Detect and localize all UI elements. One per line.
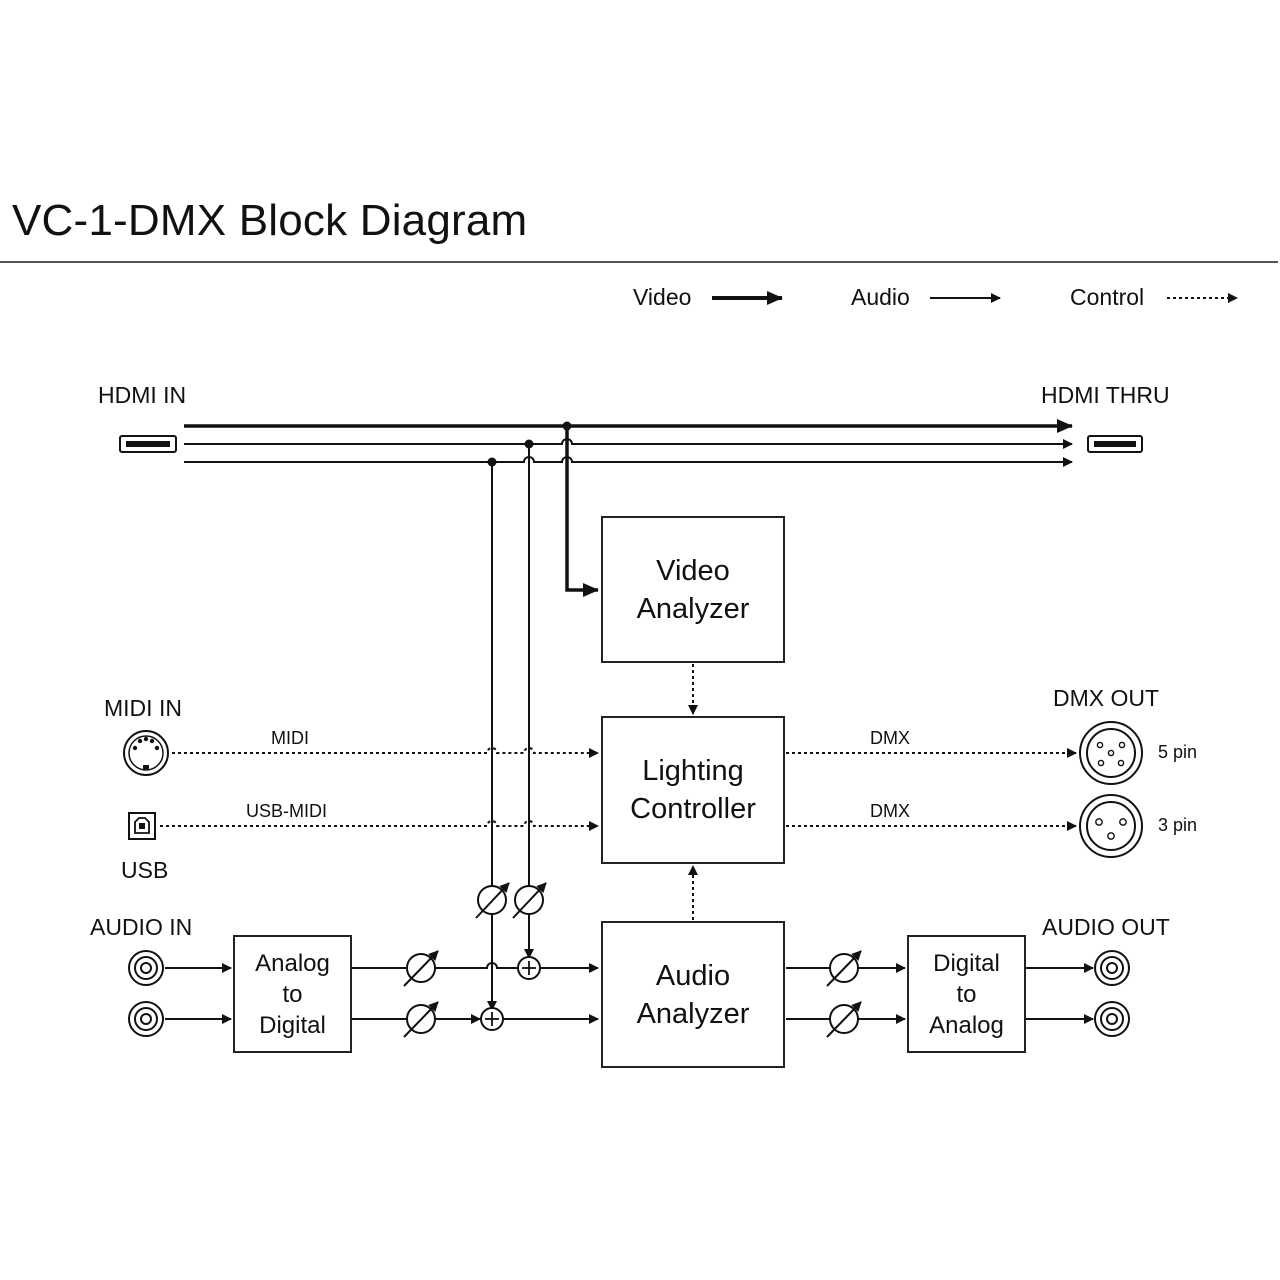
audio-in-label: AUDIO IN <box>90 914 193 940</box>
pin5-label: 5 pin <box>1158 742 1198 762</box>
usb-label: USB <box>121 857 169 883</box>
hdmi-in-label: HDMI IN <box>98 382 187 408</box>
lighting-controller-line-1: Lighting <box>642 755 744 787</box>
dac-line-1: Digital <box>933 949 1000 977</box>
dac-line-2: to <box>956 980 977 1008</box>
adc-line-2: to <box>282 980 303 1008</box>
dac-line-3: Analog <box>929 1011 1004 1039</box>
legend-video-label: Video <box>633 284 692 310</box>
dmx-3pin-connector-icon <box>1079 794 1143 858</box>
audio-in-jack-2-icon <box>128 1001 164 1037</box>
title-rule <box>0 261 1278 263</box>
lighting-controller-line-2: Controller <box>630 793 756 825</box>
dac-block: Digital to Analog <box>907 935 1026 1053</box>
audio-analyzer-block: Audio Analyzer <box>601 921 785 1068</box>
audio-in-jack-1-icon <box>128 950 164 986</box>
dmx-out-label: DMX OUT <box>1053 685 1160 711</box>
video-analyzer-block: Video Analyzer <box>601 516 785 663</box>
adc-block: Analog to Digital <box>233 935 352 1053</box>
video-analyzer-line-1: Video <box>656 554 730 587</box>
midi-din-connector-icon <box>123 730 169 776</box>
usb-b-connector-icon <box>128 812 156 840</box>
lighting-controller-block: Lighting Controller <box>601 716 785 864</box>
level-control-out-upper-icon <box>826 950 862 987</box>
level-control-tap-left-icon <box>475 882 510 919</box>
usb-midi-signal-label: USB-MIDI <box>246 801 327 821</box>
summing-node-upper-icon <box>517 956 541 980</box>
adc-line-3: Digital <box>259 1011 326 1039</box>
page-title: VC-1-DMX Block Diagram <box>12 196 528 245</box>
hdmi-in-connector-icon <box>119 435 177 453</box>
video-analyzer-line-2: Analyzer <box>636 592 750 625</box>
legend-audio-label: Audio <box>851 284 910 310</box>
pin3-label: 3 pin <box>1158 815 1198 835</box>
audio-out-jack-2-icon <box>1094 1001 1130 1037</box>
audio-out-label: AUDIO OUT <box>1042 914 1170 940</box>
adc-line-1: Analog <box>255 949 330 977</box>
level-control-in-upper-icon <box>403 950 439 987</box>
legend-control-label: Control <box>1070 284 1145 310</box>
midi-signal-label: MIDI <box>271 728 309 748</box>
summing-node-lower-icon <box>480 1007 504 1031</box>
dmx-signal-label-2: DMX <box>870 801 910 821</box>
hdmi-thru-label: HDMI THRU <box>1041 382 1170 408</box>
dmx-5pin-connector-icon <box>1079 721 1143 785</box>
midi-in-label: MIDI IN <box>104 695 182 721</box>
level-control-tap-right-icon <box>512 882 547 919</box>
audio-analyzer-line-2: Analyzer <box>636 997 750 1030</box>
audio-out-jack-1-icon <box>1094 950 1130 986</box>
dmx-signal-label-1: DMX <box>870 728 910 748</box>
level-control-out-lower-icon <box>826 1001 862 1038</box>
audio-analyzer-line-1: Audio <box>655 959 731 992</box>
level-control-in-lower-icon <box>403 1001 439 1038</box>
hdmi-thru-connector-icon <box>1087 435 1143 453</box>
